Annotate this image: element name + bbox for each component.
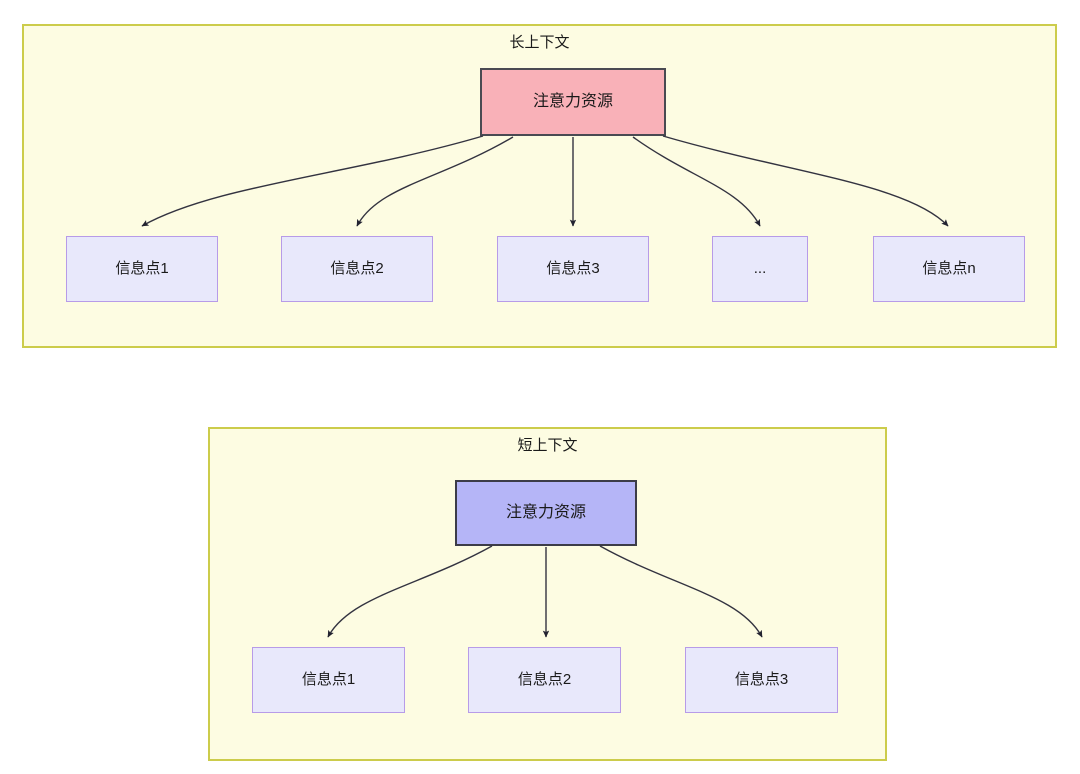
node-label: 信息点1 — [115, 260, 169, 277]
node-label: 注意力资源 — [505, 504, 586, 522]
group-title-short-context: 短上下文 — [517, 437, 578, 454]
node-info-point-2-long[interactable]: 信息点2 — [281, 236, 433, 302]
node-label: 信息点n — [922, 260, 976, 277]
node-label: 信息点3 — [546, 260, 600, 277]
node-attention-resource-short[interactable]: 注意力资源 — [455, 480, 637, 546]
node-info-point-ellipsis-long[interactable]: ... — [712, 236, 808, 302]
node-label: 信息点3 — [734, 671, 789, 688]
node-label: ... — [753, 260, 767, 277]
node-label: 信息点2 — [330, 260, 384, 277]
node-label: 信息点2 — [517, 671, 572, 688]
node-info-point-1-long[interactable]: 信息点1 — [66, 236, 218, 302]
node-info-point-1-short[interactable]: 信息点1 — [252, 647, 405, 713]
node-info-point-n-long[interactable]: 信息点n — [873, 236, 1025, 302]
node-label: 信息点1 — [301, 671, 356, 688]
group-title-long-context: 长上下文 — [509, 34, 570, 51]
node-info-point-2-short[interactable]: 信息点2 — [468, 647, 621, 713]
node-info-point-3-short[interactable]: 信息点3 — [685, 647, 838, 713]
node-info-point-3-long[interactable]: 信息点3 — [497, 236, 649, 302]
node-label: 注意力资源 — [532, 93, 613, 111]
node-attention-resource-long[interactable]: 注意力资源 — [480, 68, 666, 136]
